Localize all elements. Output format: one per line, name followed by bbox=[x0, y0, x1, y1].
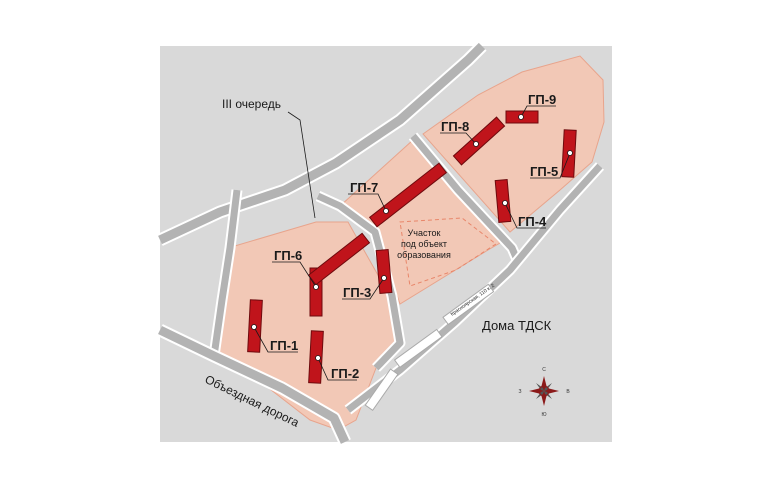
building-labels: ГП-1 ГП-2 ГП-3 ГП-4 ГП-5 ГП-6 ГП-7 ГП-8 … bbox=[270, 92, 558, 381]
tdsk-house bbox=[442, 283, 495, 326]
building-markers bbox=[251, 114, 573, 361]
tdsk-house bbox=[393, 328, 443, 369]
tdsk-houses bbox=[364, 283, 495, 412]
compass-rose-icon: С Ю З В bbox=[518, 367, 570, 418]
label-gp-6: ГП-6 bbox=[274, 248, 302, 263]
compass-north: С bbox=[542, 367, 546, 373]
compass-west: З bbox=[518, 389, 521, 395]
label-gp-7: ГП-7 bbox=[350, 180, 378, 195]
tdsk-houses-label: Дома ТДСК bbox=[482, 318, 552, 333]
compass-south: Ю bbox=[541, 412, 546, 418]
tdsk-house bbox=[364, 368, 399, 412]
queue-label: III очередь bbox=[222, 97, 281, 111]
school-site-outline bbox=[399, 217, 497, 287]
school-label-line2: под объект bbox=[401, 239, 447, 249]
label-gp-4: ГП-4 bbox=[518, 214, 547, 229]
label-gp-2: ГП-2 bbox=[331, 366, 359, 381]
label-gp-5: ГП-5 bbox=[530, 164, 558, 179]
label-gp-3: ГП-3 bbox=[343, 285, 371, 300]
label-gp-1: ГП-1 bbox=[270, 338, 298, 353]
building-gp-6-diagonal bbox=[307, 232, 371, 286]
school-label-line1: Участок bbox=[408, 228, 441, 238]
compass-east: В bbox=[566, 389, 570, 395]
building-gp-3 bbox=[375, 249, 393, 294]
school-label-line3: образования bbox=[397, 250, 451, 260]
label-gp-8: ГП-8 bbox=[441, 119, 469, 134]
label-gp-9: ГП-9 bbox=[528, 92, 556, 107]
plot-east bbox=[422, 55, 605, 233]
leader-lines bbox=[253, 105, 571, 381]
building-gp-8 bbox=[452, 116, 506, 166]
